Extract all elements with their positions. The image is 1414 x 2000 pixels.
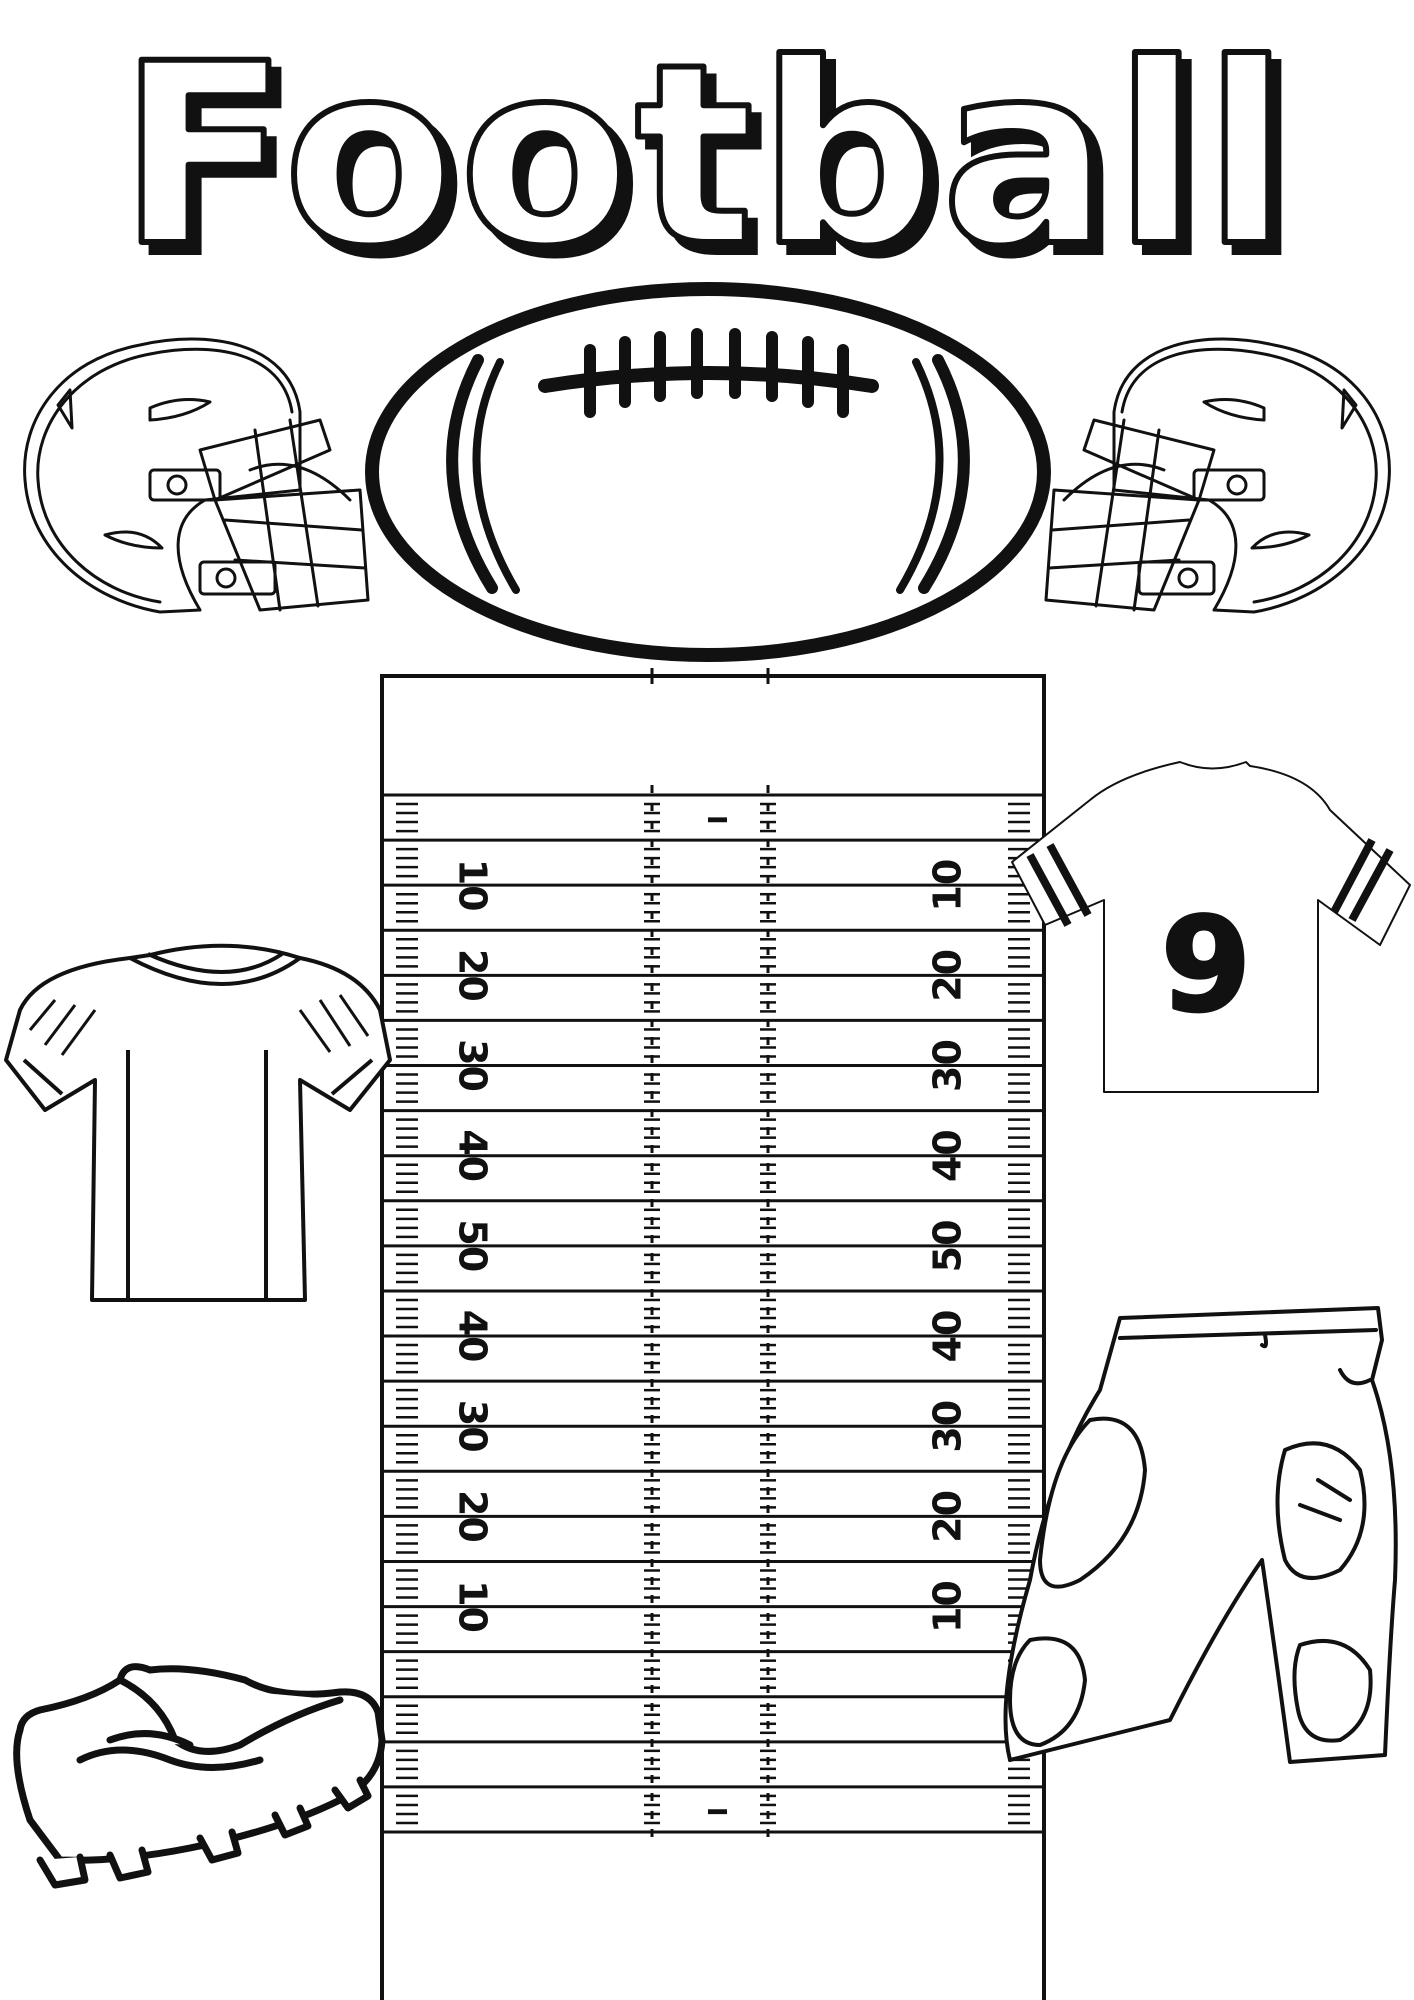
yard-number: 20 [451,949,495,1002]
yard-numbers: I I 10 10 20 20 30 30 40 40 50 50 40 40 30 30 20 20 10 10 [451,815,970,1817]
page-title: Football [119,40,1294,280]
yard-number: 50 [926,1219,970,1272]
yard-number: 40 [451,1310,495,1363]
yard-number: 30 [451,1400,495,1453]
numbered-jersey-icon: 9 [1011,761,1411,1093]
yard-lines [382,668,1044,1847]
pants-icon [1003,1306,1398,1764]
football-field: I I 10 10 20 20 30 30 40 40 50 50 40 40 30 30 20 20 10 10 [380,668,1046,2000]
jersey-number: 9 [1161,889,1251,1041]
cleat-icon [13,1663,386,1889]
helmet-icon [23,337,370,614]
yard-number: 10 [926,1580,970,1633]
helmet-icon [1044,337,1391,614]
yard-number: 20 [926,949,970,1002]
yard-number: 30 [926,1400,970,1453]
yard-number: 40 [926,1129,970,1182]
yard-number: 50 [451,1219,495,1272]
yard-number: 40 [926,1310,970,1363]
yard-number: 10 [926,859,970,912]
yard-number: 10 [451,859,495,912]
yard-number: 30 [926,1039,970,1092]
yard-number: 40 [451,1129,495,1182]
yard-number: 20 [451,1490,495,1543]
title-art: Football Football [116,40,1304,280]
end-zone-mark: I [701,1807,731,1817]
page-title-shadow: Football [129,40,1304,280]
yard-number: 30 [451,1039,495,1092]
end-zone-mark: I [701,815,731,825]
yard-number: 10 [451,1580,495,1633]
jersey-icon [4,943,392,1302]
football-icon [365,282,1051,662]
yard-number: 20 [926,1490,970,1543]
